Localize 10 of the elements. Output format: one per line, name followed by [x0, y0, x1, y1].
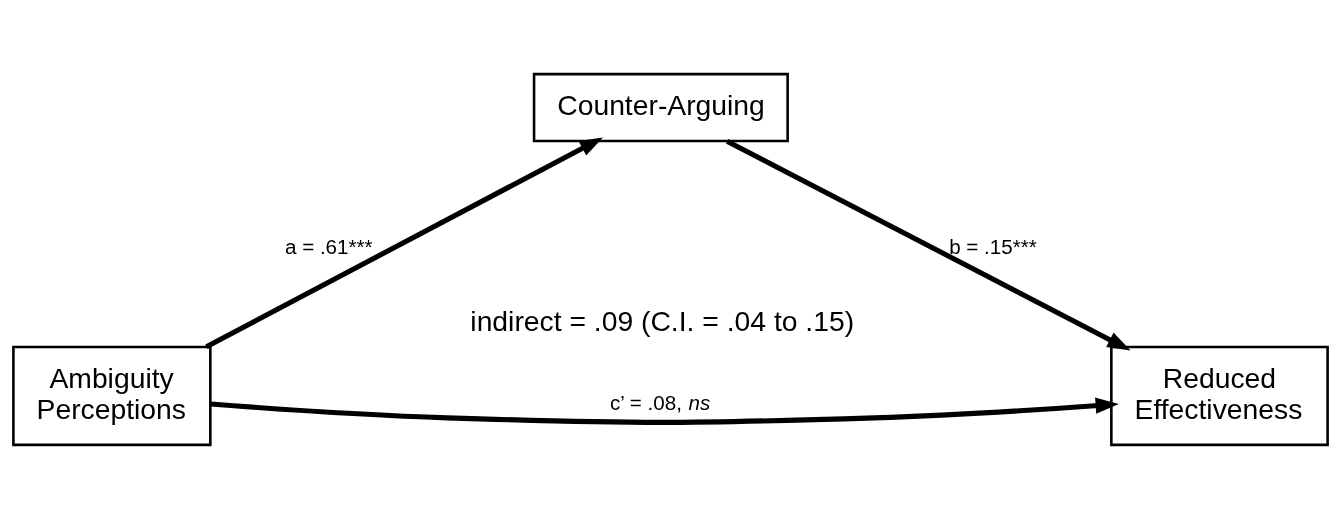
arrow: [210, 397, 1119, 425]
node-box: Counter-Arguing: [532, 72, 789, 142]
label: indirect = .09 (C.I. = .04 to .15): [470, 304, 855, 337]
arrow: [205, 137, 603, 349]
arrow: [725, 138, 1131, 350]
node-box: Reduced Effectiveness: [1110, 345, 1329, 446]
edge-label: a = .61***: [284, 234, 373, 258]
edge-label: c’ = .08, ns: [610, 390, 711, 414]
node-box: Ambiguity Perceptions: [12, 345, 212, 446]
edge-label: b = .15***: [949, 234, 1037, 258]
